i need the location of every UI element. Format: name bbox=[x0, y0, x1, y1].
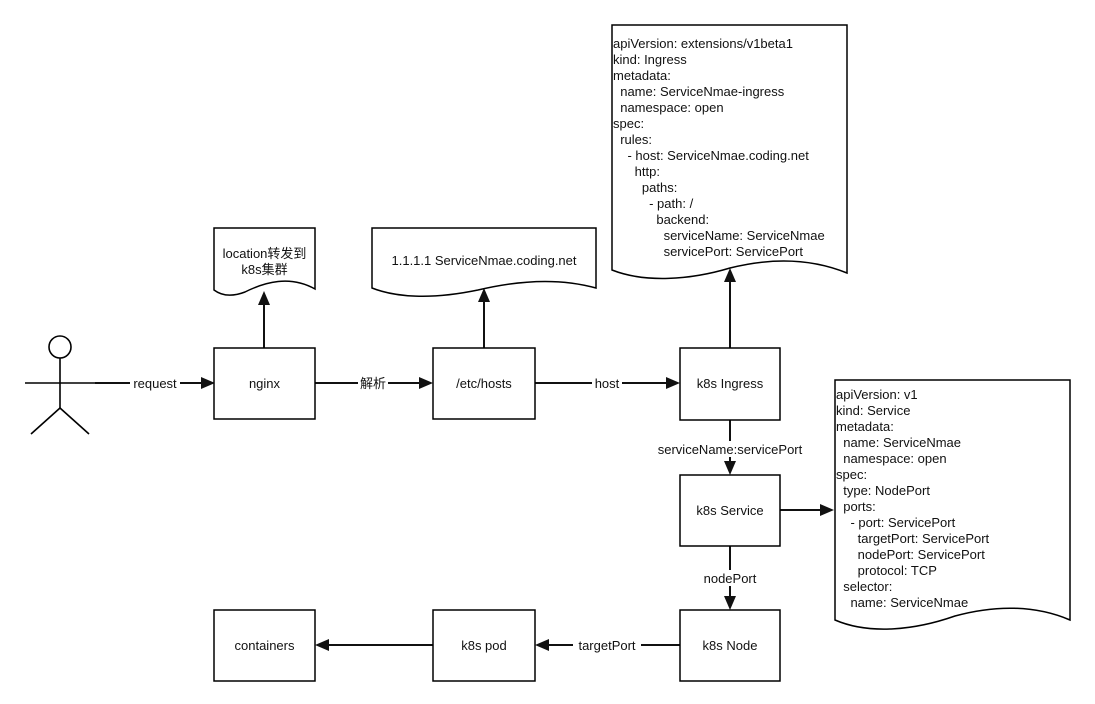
arrow-icon bbox=[315, 639, 329, 651]
yaml-block-service: apiVersion: v1 kind: Service metadata: n… bbox=[836, 387, 990, 610]
yaml-line: ports: bbox=[836, 499, 876, 514]
arrow-icon bbox=[419, 377, 433, 389]
yaml-line: spec: bbox=[613, 116, 644, 131]
node-nginx[interactable]: nginx bbox=[213, 347, 316, 420]
yaml-line: http: bbox=[613, 164, 660, 179]
yaml-line: nodePort: ServicePort bbox=[836, 547, 985, 562]
arrow-icon bbox=[724, 461, 736, 475]
node-label: k8s Service bbox=[696, 503, 763, 518]
node-label: k8s Node bbox=[703, 638, 758, 653]
yaml-line: selector: bbox=[836, 579, 892, 594]
edges: request 解析 host bbox=[95, 268, 834, 653]
note-line: k8s集群 bbox=[241, 262, 287, 277]
stick-figure-user-icon bbox=[25, 335, 95, 435]
note-ingress-yaml[interactable]: apiVersion: extensions/v1beta1 kind: Ing… bbox=[611, 24, 848, 280]
edge-hosts-note bbox=[478, 288, 490, 348]
note-line: 1.1.1.1 ServiceNmae.coding.net bbox=[392, 253, 577, 268]
yaml-line: apiVersion: extensions/v1beta1 bbox=[613, 36, 793, 51]
edge-ingress-yaml bbox=[724, 268, 736, 348]
yaml-line: kind: Service bbox=[836, 403, 910, 418]
yaml-line: - port: ServicePort bbox=[836, 515, 956, 530]
yaml-line: name: ServiceNmae-ingress bbox=[613, 84, 785, 99]
note-line: location转发到 bbox=[223, 246, 307, 261]
arrow-icon bbox=[666, 377, 680, 389]
edge-service-port: serviceName:servicePort bbox=[652, 420, 808, 475]
arrow-icon bbox=[258, 291, 270, 305]
node-etc-hosts[interactable]: /etc/hosts bbox=[432, 347, 536, 420]
yaml-line: protocol: TCP bbox=[836, 563, 937, 578]
edge-request: request bbox=[95, 375, 215, 391]
arrow-icon bbox=[535, 639, 549, 651]
edge-label-request: request bbox=[133, 376, 177, 391]
yaml-line: servicePort: ServicePort bbox=[613, 244, 803, 259]
yaml-line: metadata: bbox=[836, 419, 894, 434]
yaml-line: apiVersion: v1 bbox=[836, 387, 918, 402]
node-containers[interactable]: containers bbox=[213, 609, 316, 682]
yaml-line: name: ServiceNmae bbox=[836, 595, 968, 610]
edge-label-node-port: nodePort bbox=[704, 571, 757, 586]
edge-label-parse: 解析 bbox=[360, 376, 386, 391]
note-service-yaml[interactable]: apiVersion: v1 kind: Service metadata: n… bbox=[834, 379, 1071, 630]
yaml-line: namespace: open bbox=[613, 100, 724, 115]
edge-label-service-port: serviceName:servicePort bbox=[658, 442, 803, 457]
arrow-icon bbox=[724, 268, 736, 282]
user-actor bbox=[25, 335, 95, 435]
edge-target-port: targetPort bbox=[535, 637, 680, 653]
edge-parse: 解析 bbox=[315, 375, 433, 391]
arrow-icon bbox=[820, 504, 834, 516]
node-label: containers bbox=[235, 638, 295, 653]
yaml-line: kind: Ingress bbox=[613, 52, 687, 67]
yaml-line: spec: bbox=[836, 467, 867, 482]
yaml-line: serviceName: ServiceNmae bbox=[613, 228, 825, 243]
yaml-line: type: NodePort bbox=[836, 483, 930, 498]
arrow-icon bbox=[201, 377, 215, 389]
yaml-line: paths: bbox=[613, 180, 677, 195]
note-hosts-entry[interactable]: 1.1.1.1 ServiceNmae.coding.net bbox=[371, 227, 597, 297]
node-label: /etc/hosts bbox=[456, 376, 512, 391]
yaml-line: name: ServiceNmae bbox=[836, 435, 961, 450]
edge-service-yaml bbox=[780, 504, 834, 516]
node-k8s-ingress[interactable]: k8s Ingress bbox=[679, 347, 781, 421]
edge-host: host bbox=[535, 375, 680, 391]
node-label: k8s Ingress bbox=[697, 376, 764, 391]
node-k8s-pod[interactable]: k8s pod bbox=[432, 609, 536, 682]
node-label: nginx bbox=[249, 376, 281, 391]
edge-label-target-port: targetPort bbox=[578, 638, 635, 653]
node-label: k8s pod bbox=[461, 638, 507, 653]
edge-nginx-note bbox=[258, 291, 270, 348]
yaml-line: metadata: bbox=[613, 68, 671, 83]
yaml-line: backend: bbox=[613, 212, 709, 227]
yaml-line: - host: ServiceNmae.coding.net bbox=[613, 148, 809, 163]
yaml-line: rules: bbox=[613, 132, 652, 147]
note-nginx-location[interactable]: location转发到 k8s集群 bbox=[213, 227, 316, 296]
yaml-block-ingress: apiVersion: extensions/v1beta1 kind: Ing… bbox=[613, 36, 825, 259]
edge-pod-containers bbox=[315, 639, 433, 651]
node-k8s-node[interactable]: k8s Node bbox=[679, 609, 781, 682]
yaml-line: targetPort: ServicePort bbox=[836, 531, 990, 546]
arrow-icon bbox=[478, 288, 490, 302]
yaml-line: - path: / bbox=[613, 196, 694, 211]
arrow-icon bbox=[724, 596, 736, 610]
edge-node-port: nodePort bbox=[698, 546, 762, 610]
node-k8s-service[interactable]: k8s Service bbox=[679, 474, 781, 547]
yaml-line: namespace: open bbox=[836, 451, 947, 466]
edge-label-host: host bbox=[595, 376, 620, 391]
